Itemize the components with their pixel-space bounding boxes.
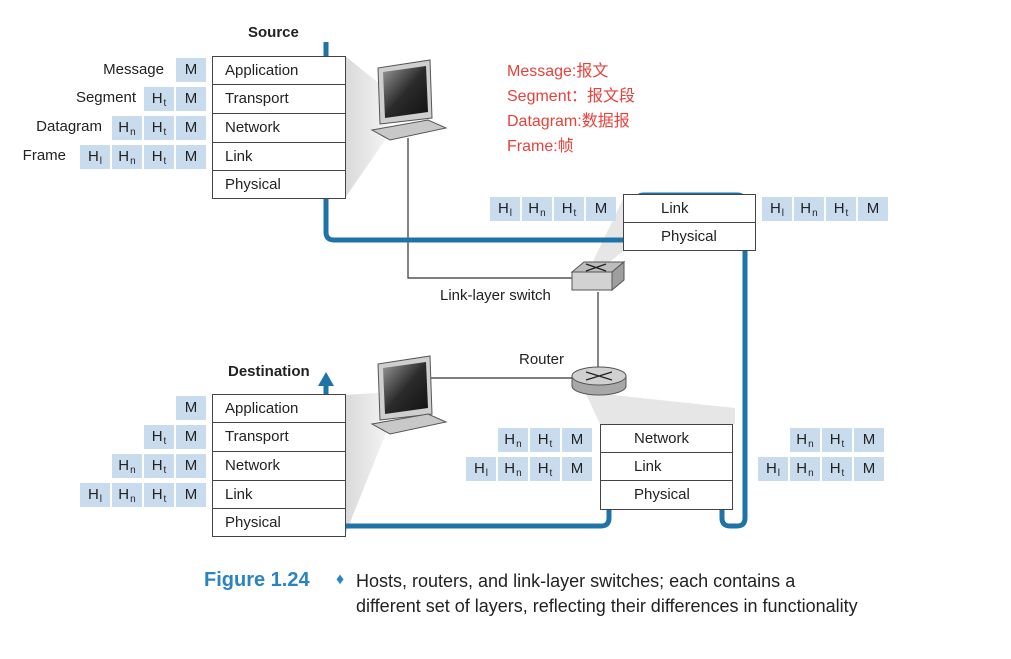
dest-layer-application: Application — [212, 394, 346, 423]
switch-label: Link-layer switch — [440, 287, 551, 304]
header-message: M — [854, 428, 884, 452]
header-transport: Ht — [144, 87, 174, 111]
arrow-up-icon — [318, 372, 334, 386]
header-network: Hn — [498, 428, 528, 452]
header-message: M — [176, 116, 206, 140]
router-layer-network: Network — [600, 424, 733, 453]
header-message: M — [176, 483, 206, 507]
router-layer-physical: Physical — [600, 480, 733, 510]
source-layer-transport: Transport — [212, 84, 346, 114]
caption-bullet: ♦ — [336, 571, 345, 588]
header-link: Hl — [758, 457, 788, 481]
header-network: Hn — [790, 428, 820, 452]
header-network: Hn — [498, 457, 528, 481]
dest-layer-transport: Transport — [212, 422, 346, 452]
switch-layer-physical: Physical — [623, 222, 756, 251]
router-label: Router — [519, 351, 565, 368]
header-transport: Ht — [144, 145, 174, 169]
dest-layer-physical: Physical — [212, 508, 346, 537]
destination-title: Destination — [228, 363, 310, 380]
cable-source-switch — [407, 138, 578, 279]
header-message: M — [176, 454, 206, 478]
header-network: Hn — [112, 454, 142, 478]
header-transport: Ht — [144, 483, 174, 507]
header-transport: Ht — [822, 428, 852, 452]
header-link: Hl — [80, 483, 110, 507]
header-network: Hn — [522, 197, 552, 221]
header-link: Hl — [762, 197, 792, 221]
header-link: Hl — [80, 145, 110, 169]
source-layer-physical: Physical — [212, 170, 346, 199]
header-network: Hn — [112, 483, 142, 507]
header-transport: Ht — [826, 197, 856, 221]
header-transport: Ht — [822, 457, 852, 481]
note-frame: Frame:帧 — [507, 138, 574, 155]
caption-line-2: different set of layers, reflecting thei… — [356, 596, 858, 616]
switch-icon — [570, 260, 626, 292]
note-message: Message:报文 — [507, 63, 609, 80]
header-transport: Ht — [554, 197, 584, 221]
header-message: M — [176, 87, 206, 111]
computer-icon — [370, 355, 448, 435]
header-message: M — [586, 197, 616, 221]
source-layer-link: Link — [212, 142, 346, 171]
source-layer-network: Network — [212, 113, 346, 143]
header-message: M — [562, 457, 592, 481]
header-network: Hn — [112, 116, 142, 140]
router-icon — [571, 366, 627, 396]
header-transport: Ht — [144, 425, 174, 449]
header-link: Hl — [490, 197, 520, 221]
translation-notes: Message:报文 Segment：报文段 Datagram:数据报 Fram… — [507, 59, 635, 159]
pdu-label-datagram: Datagram — [36, 118, 102, 135]
dest-layer-link: Link — [212, 480, 346, 509]
router-layer-link: Link — [600, 452, 733, 481]
header-message: M — [176, 58, 206, 82]
header-network: Hn — [790, 457, 820, 481]
source-title: Source — [248, 24, 299, 41]
header-transport: Ht — [144, 454, 174, 478]
figure-number: Figure 1.24 — [204, 569, 310, 591]
header-transport: Ht — [144, 116, 174, 140]
router-shade — [585, 392, 735, 424]
caption-line-1: Hosts, routers, and link-layer switches;… — [356, 571, 796, 591]
computer-icon — [370, 59, 448, 141]
pdu-label-frame: Frame — [22, 147, 66, 164]
header-transport: Ht — [530, 457, 560, 481]
header-network: Hn — [112, 145, 142, 169]
pdu-label-message: Message — [103, 61, 164, 78]
source-layer-application: Application — [212, 56, 346, 85]
header-message: M — [562, 428, 592, 452]
pdu-label-segment: Segment — [75, 89, 136, 106]
header-network: Hn — [794, 197, 824, 221]
switch-layer-link: Link — [623, 194, 756, 223]
header-message: M — [176, 396, 206, 420]
note-datagram: Datagram:数据报 — [507, 113, 630, 130]
header-message: M — [858, 197, 888, 221]
note-segment: Segment：报文段 — [507, 88, 636, 105]
header-message: M — [176, 145, 206, 169]
header-message: M — [854, 457, 884, 481]
header-transport: Ht — [530, 428, 560, 452]
dest-layer-network: Network — [212, 451, 346, 481]
header-link: Hl — [466, 457, 496, 481]
header-message: M — [176, 425, 206, 449]
